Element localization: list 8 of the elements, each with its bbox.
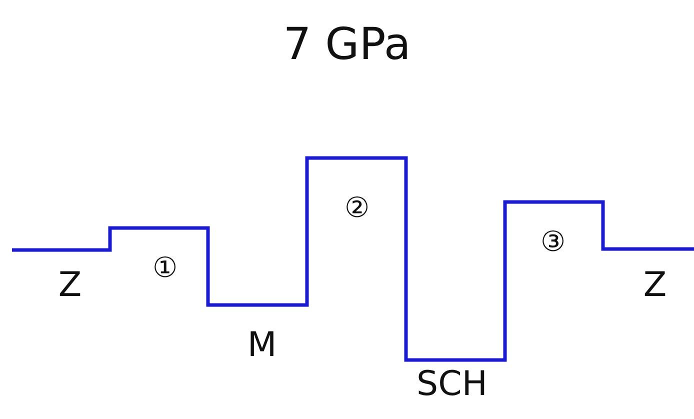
phase-label: M — [247, 328, 277, 362]
circled-number: ③ — [540, 228, 566, 256]
phase-label: Z — [643, 268, 667, 302]
phase-label: Z — [58, 268, 82, 302]
title: 7 GPa — [283, 23, 411, 67]
phase-label: SCH — [416, 367, 488, 401]
circled-number: ① — [152, 254, 178, 282]
circled-number: ② — [344, 194, 370, 222]
